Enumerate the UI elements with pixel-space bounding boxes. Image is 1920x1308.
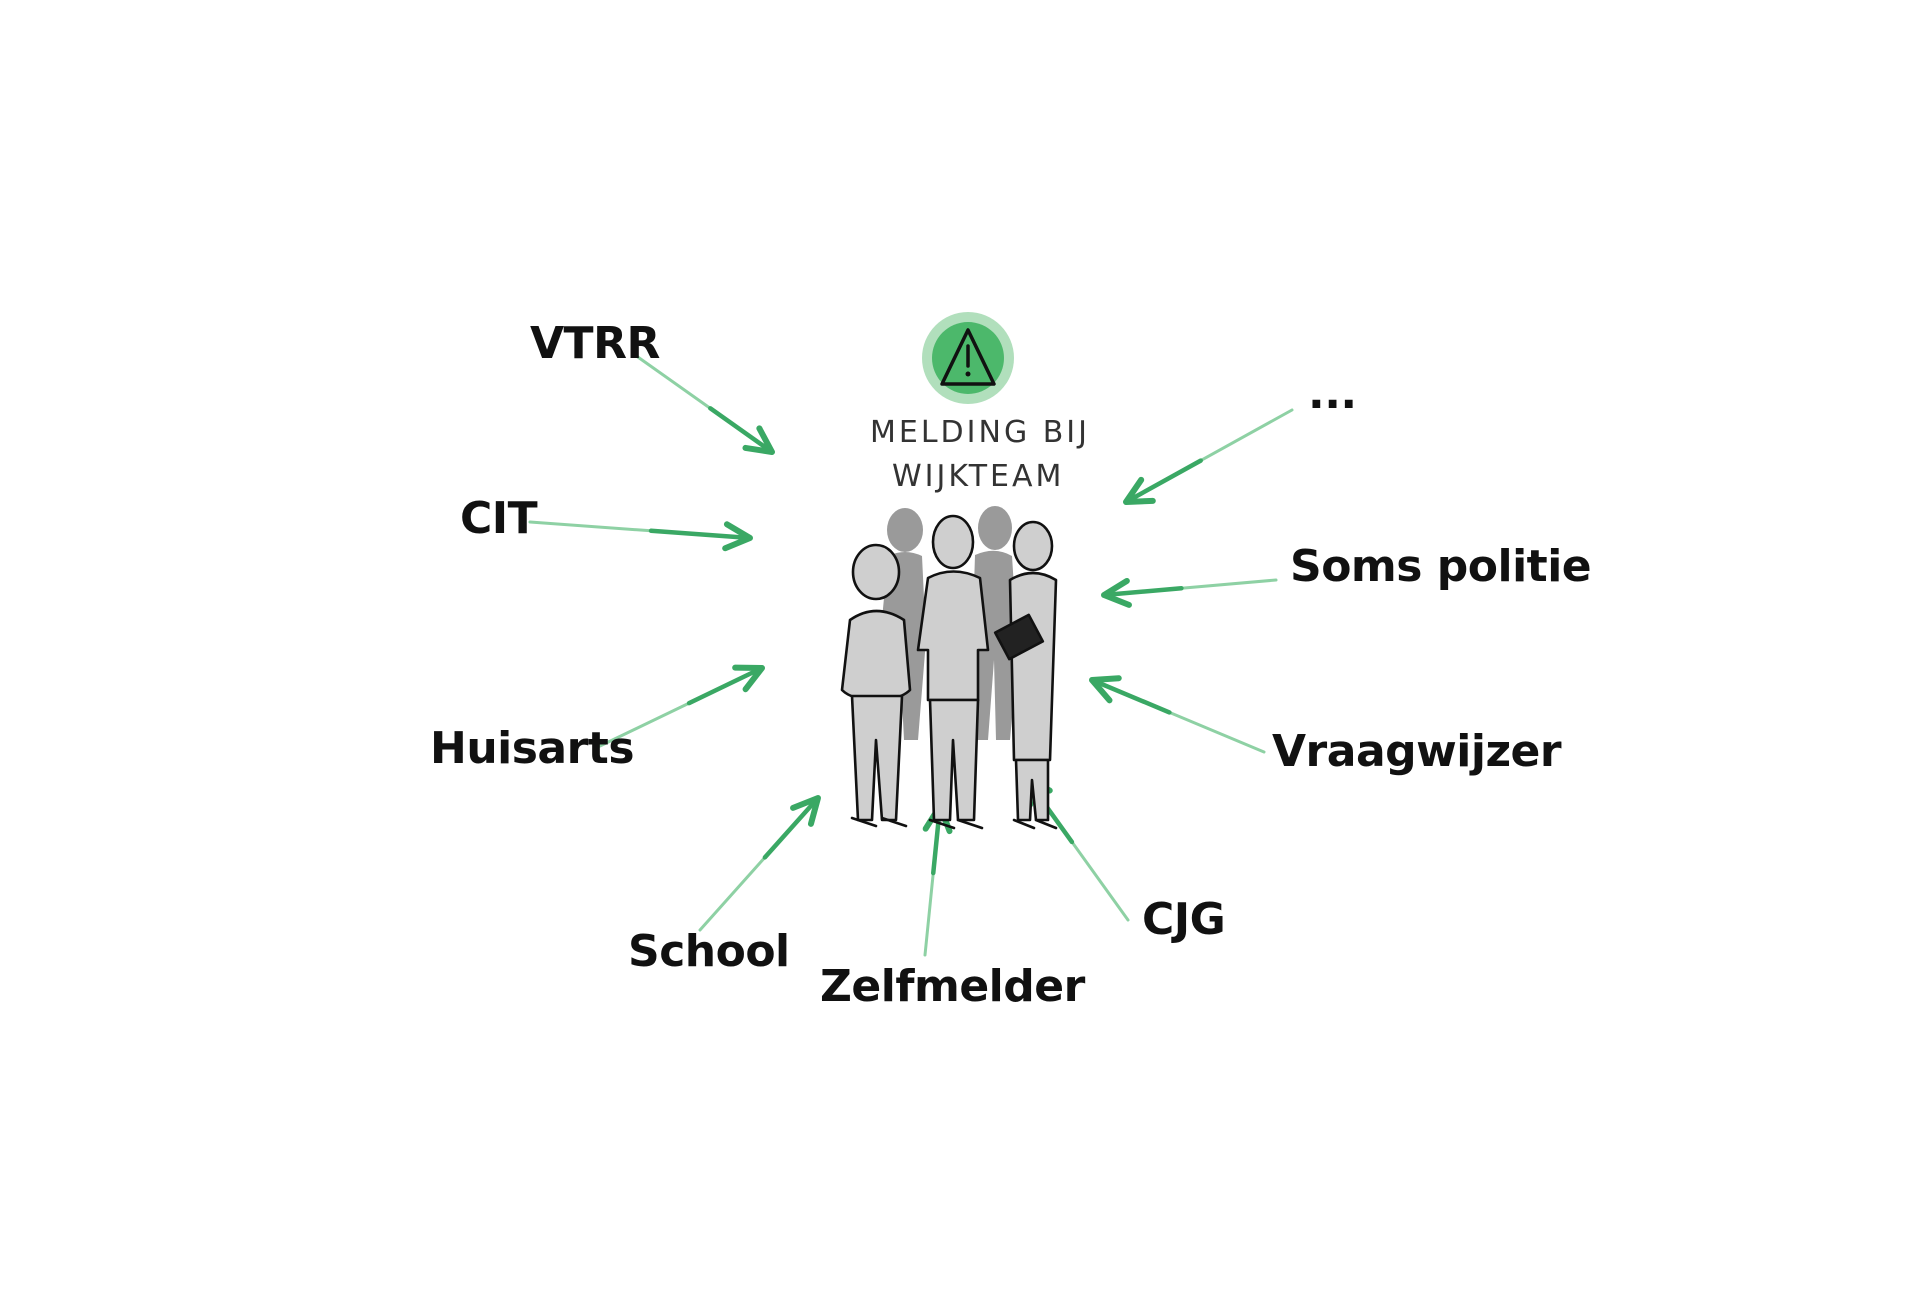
arrow-vtrr <box>633 353 775 455</box>
warning-triangle-icon <box>922 312 1014 404</box>
source-label-vraagwijzer: Vraagwijzer <box>1272 726 1562 777</box>
arrow-cit <box>528 520 753 552</box>
source-label-more: ... <box>1308 368 1357 419</box>
source-label-huisarts: Huisarts <box>430 723 635 774</box>
arrow-huisarts <box>598 664 765 748</box>
arrow-more <box>1123 408 1294 505</box>
source-label-vtrr: VTRR <box>530 318 660 369</box>
source-label-cjg: CJG <box>1142 894 1226 945</box>
center-title-line-2: WIJKTEAM <box>892 459 1065 494</box>
center-title-line-1: MELDING BIJ <box>870 415 1091 450</box>
source-label-zelfmelder: Zelfmelder <box>820 961 1085 1012</box>
arrow-school <box>698 795 821 932</box>
group-of-people-illustration <box>840 506 1058 830</box>
source-label-cit: CIT <box>460 493 538 544</box>
arrow-soms-politie <box>1101 577 1278 608</box>
source-label-school: School <box>628 926 790 977</box>
arrow-vraagwijzer <box>1089 675 1266 754</box>
source-label-soms-politie: Soms politie <box>1290 541 1592 592</box>
